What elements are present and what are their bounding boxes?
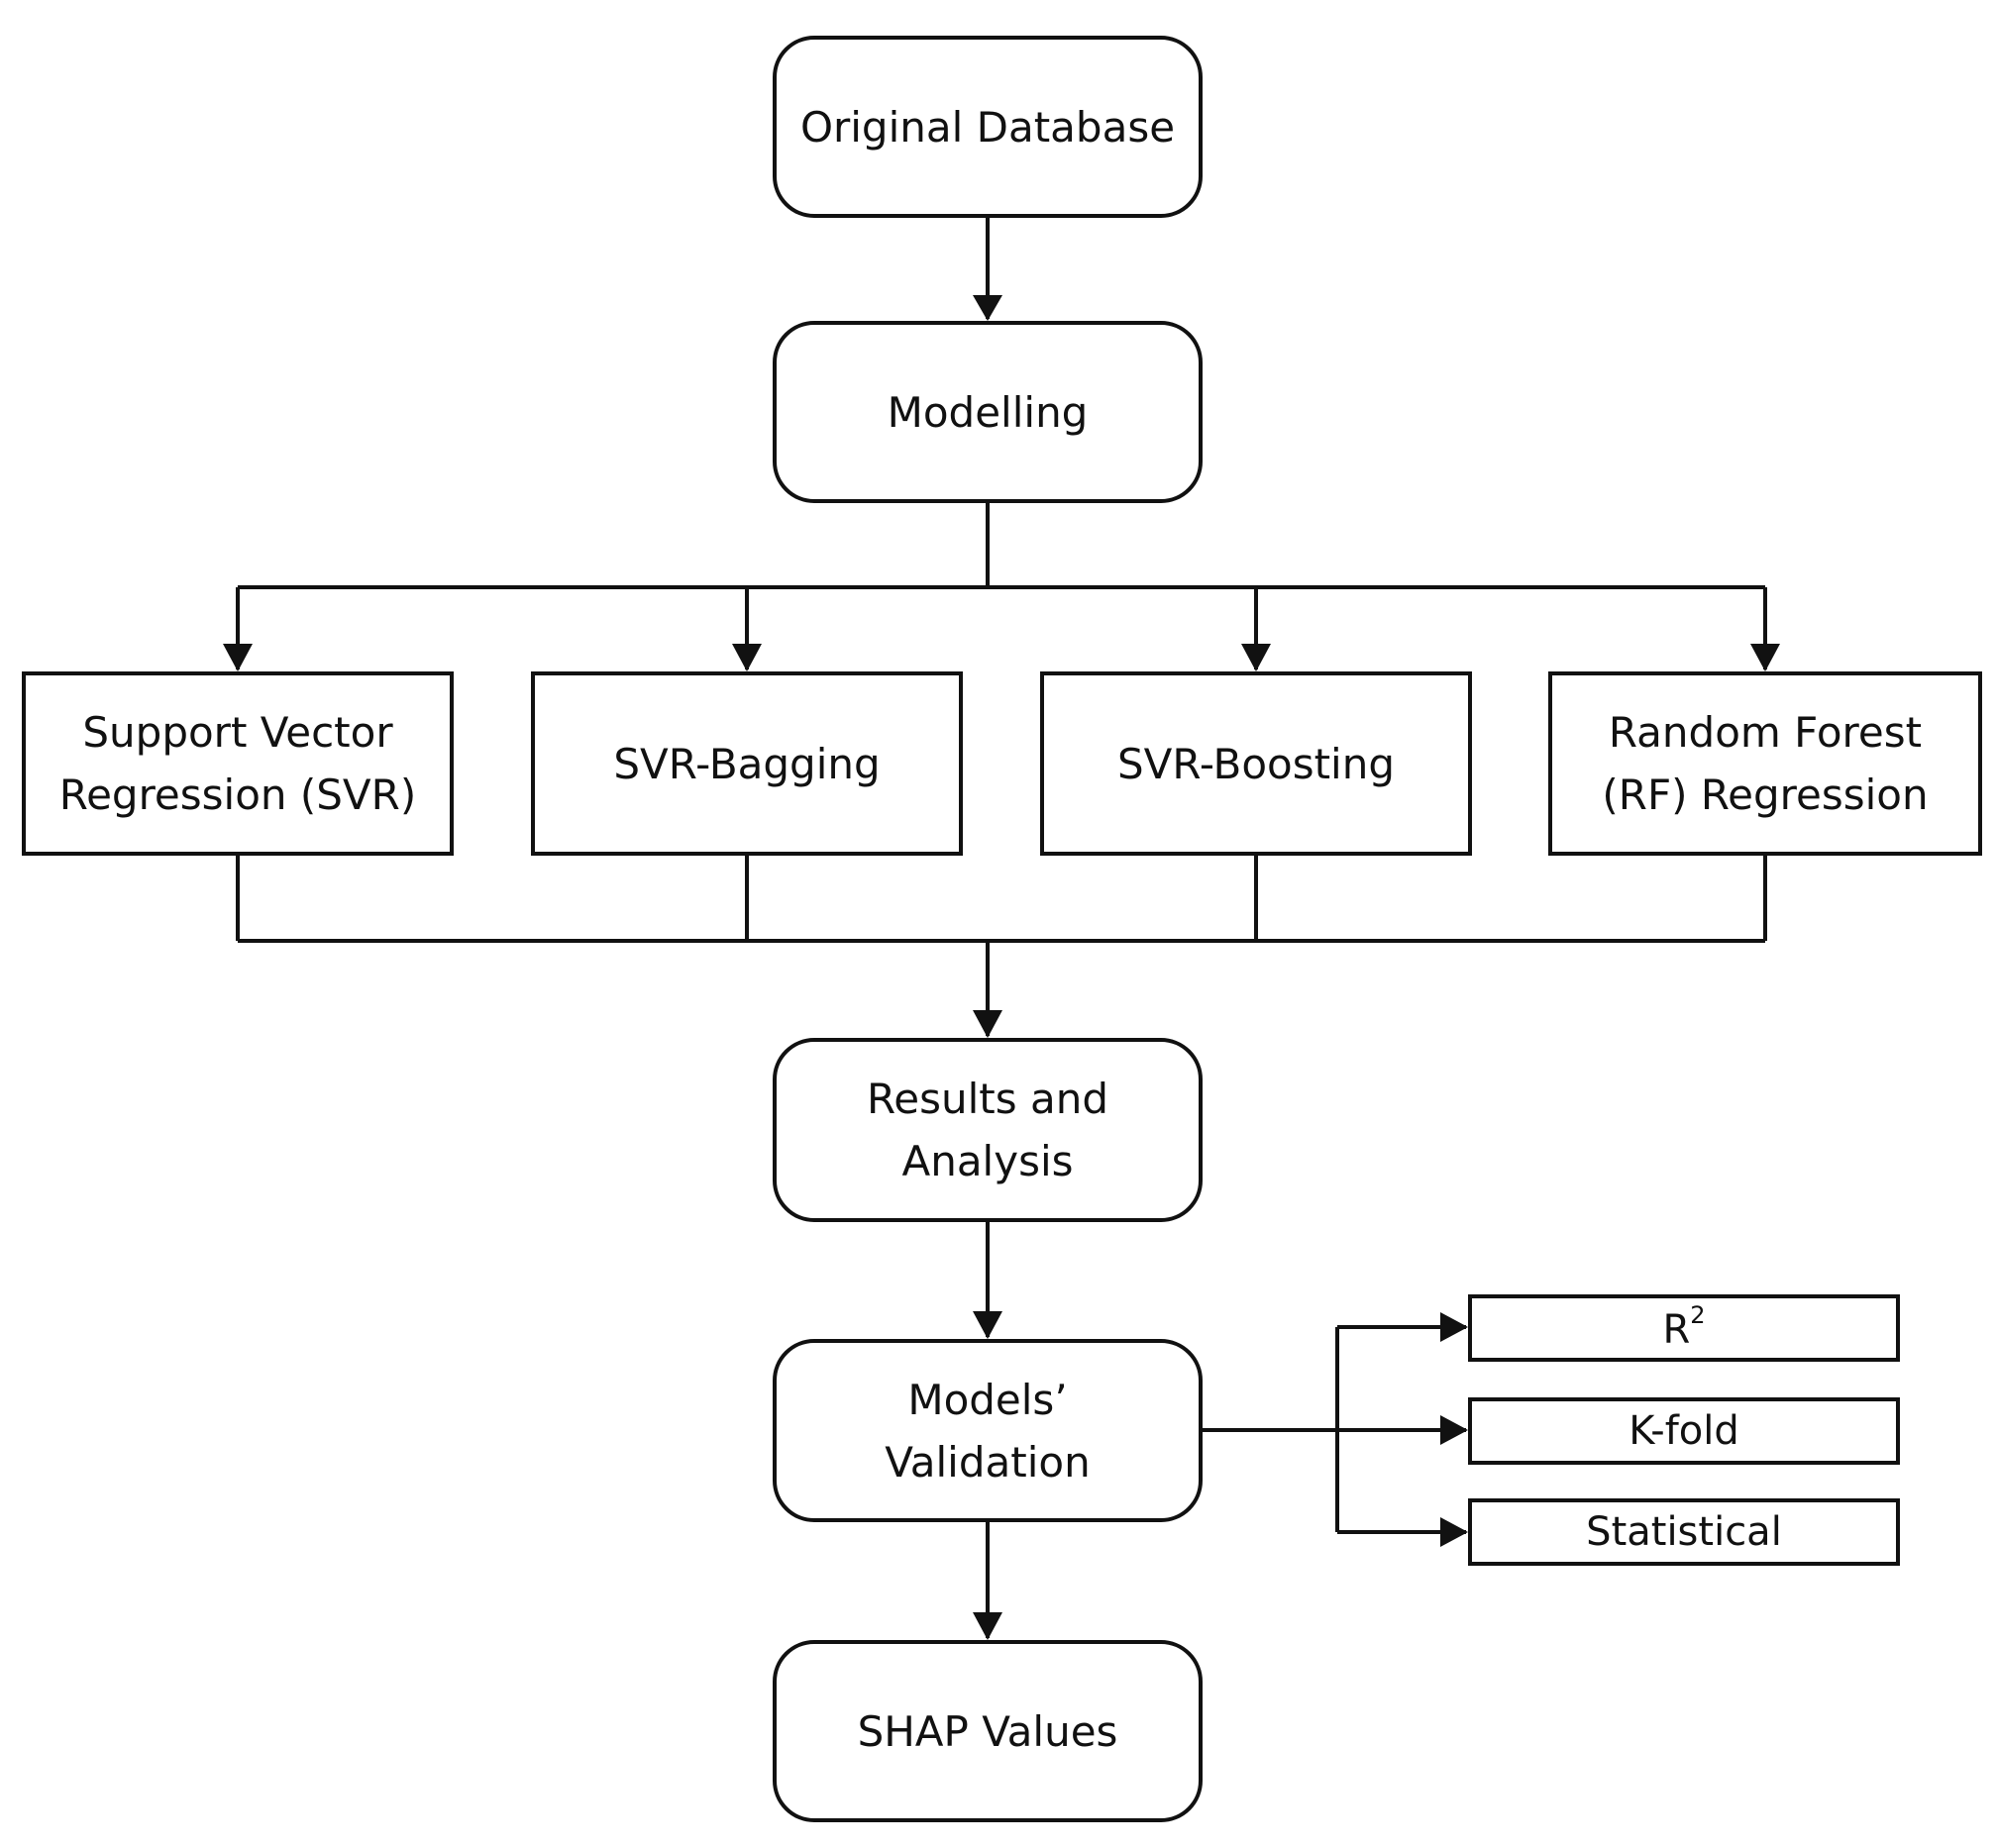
kfold-metric-box: K-fold	[1468, 1397, 1900, 1465]
random-forest-node: Random Forest (RF) Regression	[1548, 671, 1982, 856]
models-validation-node: Models’ Validation	[773, 1339, 1203, 1522]
svr-node: Support Vector Regression (SVR)	[22, 671, 454, 856]
results-analysis-node: Results and Analysis	[773, 1038, 1203, 1222]
original-database-node: Original Database	[773, 36, 1203, 218]
r2-metric-box: R2	[1468, 1294, 1900, 1362]
statistical-metric-box: Statistical	[1468, 1498, 1900, 1566]
svr-boosting-node: SVR-Boosting	[1040, 671, 1472, 856]
modelling-node: Modelling	[773, 321, 1203, 503]
r2-label: R2	[1662, 1300, 1706, 1353]
shap-values-node: SHAP Values	[773, 1640, 1203, 1822]
svr-bagging-node: SVR-Bagging	[531, 671, 963, 856]
